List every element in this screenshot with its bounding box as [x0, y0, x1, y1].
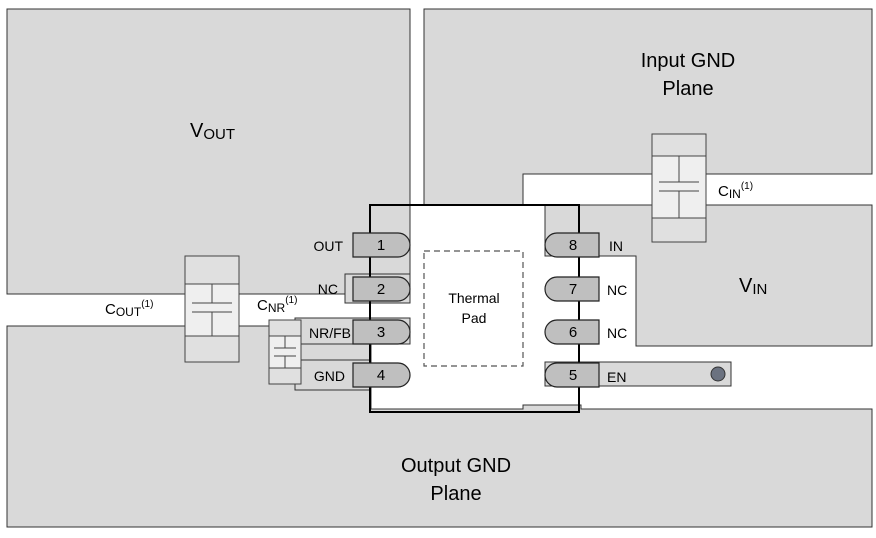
- cnr-label: CNR(1): [257, 295, 297, 315]
- pin-8-number: 8: [569, 237, 577, 254]
- cout-capacitor: [184, 255, 240, 363]
- pin-6-pad: [544, 319, 600, 345]
- cin-capacitor: [651, 133, 707, 243]
- pin-3-number: 3: [377, 324, 385, 341]
- pin-4-label: GND: [314, 368, 345, 384]
- pin-5-pad: [544, 362, 600, 388]
- pin-4-pad: [352, 362, 411, 388]
- thermal-pad: [423, 250, 524, 367]
- via-icon: [710, 366, 726, 382]
- cout-label: COUT(1): [105, 299, 153, 319]
- pin-1-pad: [352, 232, 411, 258]
- vout-label: VOUT: [190, 120, 235, 143]
- vin-label: VIN: [739, 275, 767, 298]
- pin-8-pad: [544, 232, 600, 258]
- thermal-pad-label-1: Thermal: [448, 290, 499, 306]
- pin-2-pad: [352, 276, 411, 302]
- output-gnd-label-1: Output GND: [401, 455, 511, 477]
- ic-package-outline: [369, 204, 580, 413]
- vout-plane: [6, 8, 411, 295]
- pin-3-pad: [352, 319, 411, 345]
- vin-plane: [544, 204, 873, 347]
- input-gnd-label-2: Plane: [662, 78, 713, 100]
- input-gnd-plane: [423, 8, 873, 206]
- pin-4-number: 4: [377, 367, 385, 384]
- pin-1-number: 1: [377, 237, 385, 254]
- pin-8-label: IN: [609, 238, 623, 254]
- pin-7-label: NC: [607, 282, 627, 298]
- pin-1-label: OUT: [313, 238, 343, 254]
- pin-5-label: EN: [607, 369, 626, 385]
- pin-7-number: 7: [569, 281, 577, 298]
- pin-7-pad: [544, 276, 600, 302]
- pin-3-label: NR/FB: [309, 325, 351, 341]
- pin-6-number: 6: [569, 324, 577, 341]
- pin-2-label: NC: [318, 281, 338, 297]
- cnr-capacitor: [268, 319, 302, 385]
- thermal-pad-label-2: Pad: [462, 310, 487, 326]
- cin-label: CIN(1): [718, 181, 753, 201]
- input-gnd-label-1: Input GND: [641, 50, 735, 72]
- output-gnd-label-2: Plane: [430, 483, 481, 505]
- pin-5-number: 5: [569, 367, 577, 384]
- pin-2-number: 2: [377, 281, 385, 298]
- pin-6-label: NC: [607, 325, 627, 341]
